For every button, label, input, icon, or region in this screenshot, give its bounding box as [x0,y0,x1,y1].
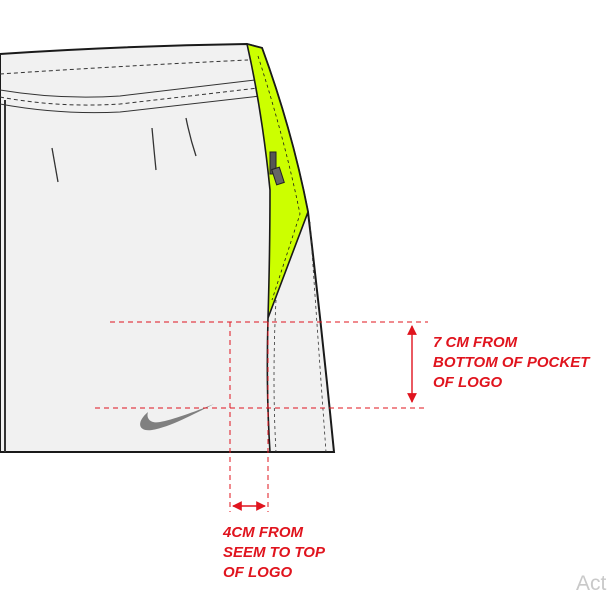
zipper-pull-icon [269,151,285,186]
side-seam-stitch [273,299,277,453]
drawcord-mark [151,127,157,171]
side-seam-stitch-outer [309,221,327,453]
panel-stitch [257,55,301,301]
vertical-measurement-note: 7 CM FROM BOTTOM OF POCKET OF LOGO [433,333,589,393]
waistband-stitch-upper [0,79,256,98]
activation-watermark: Act [576,572,607,595]
drawcord-mark [51,147,59,183]
dimension-guides [95,321,428,512]
note-line: BOTTOM OF POCKET [433,354,590,371]
drawcord-mark [185,117,197,157]
waistband-stitch-top [0,59,249,75]
note-line: OF LOGO [433,374,503,391]
waistband-stitch-lower [0,87,259,106]
note-line: 7 CM FROM [433,334,518,351]
waistband-edge [0,95,261,114]
note-line: OF LOGO [223,564,293,581]
swoosh-icon [140,404,214,431]
note-line: SEEM TO TOP [223,544,325,561]
horizontal-measurement-note: 4CM FROM SEEM TO TOP OF LOGO [223,523,325,583]
note-line: 4CM FROM [223,524,303,541]
